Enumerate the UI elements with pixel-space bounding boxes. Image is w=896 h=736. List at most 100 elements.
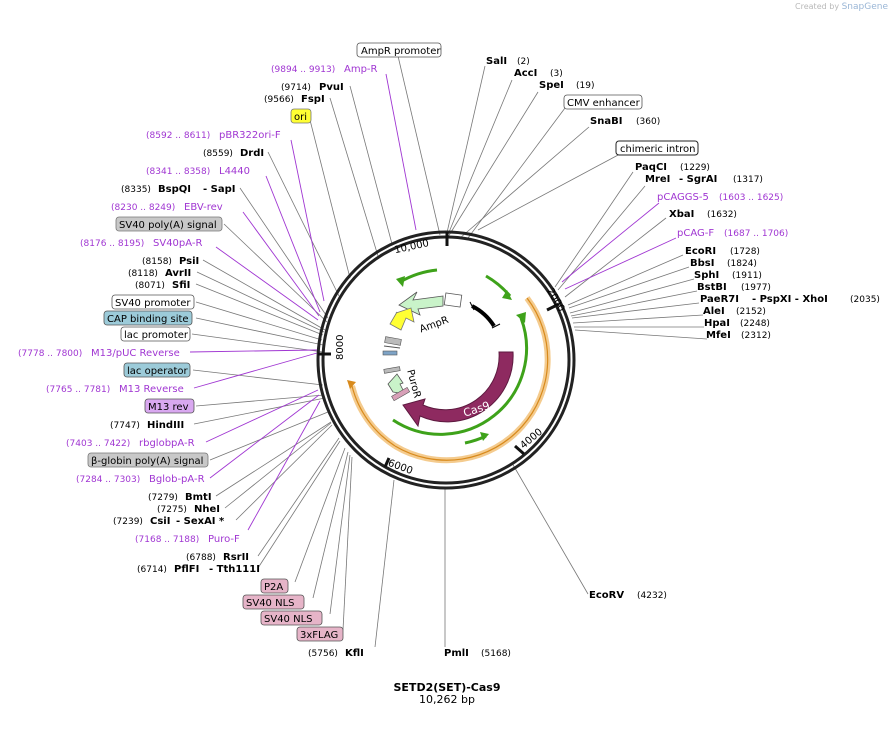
label-sv40-promoter: SV40 promoter — [115, 298, 191, 309]
primer-rbglobpa-r-range: (7403 .. 7422) — [66, 439, 130, 449]
label-beta-globin: β-globin poly(A) signal — [91, 456, 203, 467]
enzyme-acci: AccI — [514, 68, 537, 79]
enzyme-drdi: DrdI — [240, 148, 264, 159]
primer-rbglobpa-r: rbglobpA-R — [139, 438, 195, 449]
enzyme-bstbi-pos: (1977) — [741, 283, 771, 293]
enzyme-pflfi: PflFI — [174, 564, 199, 575]
box-sv40-promoter — [111, 294, 195, 310]
label-sv40-nls-2: SV40 NLS — [264, 614, 313, 625]
label-ori: ori — [294, 112, 307, 123]
enzyme-avrii: AvrII — [165, 268, 191, 279]
enzyme-avrii-pos: (8118) — [128, 269, 158, 279]
small-gray-box-2 — [383, 366, 401, 374]
green-arrow-right-head — [502, 290, 512, 300]
credit-prefix: Created by — [795, 2, 840, 11]
enzyme-pflfi-extra: - Tth111I — [209, 564, 260, 575]
amp-promoter-box — [443, 292, 463, 308]
enzyme-csii: CsiI — [150, 516, 170, 527]
enzyme-bmti: BmtI — [185, 492, 212, 503]
enzyme-kfli-pos: (5756) — [308, 649, 338, 659]
enzyme-mrei-extra: - SgrAI — [679, 174, 717, 185]
primer-ebv-rev-range: (8230 .. 8249) — [111, 203, 175, 213]
ori-arrow — [389, 307, 415, 331]
label-lac-operator: lac operator — [127, 366, 188, 377]
enzyme-fspi-pos: (9566) — [264, 95, 294, 105]
enzyme-sphi-pos: (1911) — [732, 271, 762, 281]
box-lac-promoter — [120, 326, 191, 342]
primer-puro-f: Puro-F — [208, 534, 240, 545]
enzyme-alei: AleI — [703, 306, 725, 317]
enzyme-nhei: NheI — [194, 504, 220, 515]
label-cmv-enhancer: CMV enhancer — [567, 98, 641, 109]
primer-leader-lines — [189, 73, 677, 531]
enzyme-mrei-pos: (1317) — [733, 175, 763, 185]
credit: Created by SnapGene — [795, 2, 888, 12]
box-beta-globin — [87, 452, 209, 468]
box-p2a — [260, 578, 289, 594]
enzyme-paer7i-pos: (2035) — [850, 295, 880, 305]
enzyme-acci-pos: (3) — [550, 69, 563, 79]
black-arc-tick-b — [491, 323, 501, 329]
enzyme-hpai-pos: (2248) — [740, 319, 770, 329]
label-m13-rev: M13 rev — [148, 402, 189, 413]
enzyme-sali-pos: (2) — [517, 57, 530, 67]
enzymes-right: SalI (2) AccI (3) SpeI (19) SnaBI (360) … — [444, 56, 880, 659]
enzyme-bspqi-extra: - SapI — [203, 184, 235, 195]
enzyme-drdi-pos: (8559) — [203, 149, 233, 159]
box-cmv-enhancer — [563, 94, 643, 110]
enzyme-bbsi: BbsI — [690, 258, 714, 269]
primer-pcag-f: pCAG-F — [677, 228, 714, 239]
primer-bglob-pa-r-range: (7284 .. 7303) — [76, 475, 140, 485]
box-3xflag — [296, 626, 344, 642]
backbone-outer — [316, 230, 576, 490]
label-ampr-promoter: AmpR promoter — [361, 46, 441, 57]
enzyme-pmli: PmlI — [444, 648, 469, 659]
enzyme-hindiii-pos: (7747) — [110, 421, 140, 431]
primer-m13-reverse-range: (7765 .. 7781) — [46, 385, 110, 395]
primer-ebv-rev: EBV-rev — [184, 202, 223, 213]
enzyme-fspi: FspI — [301, 94, 325, 105]
small-marker-a — [383, 345, 401, 349]
enzyme-bspqi: BspQI — [158, 184, 191, 195]
label-sv40-polya: SV40 poly(A) signal — [119, 220, 217, 231]
primer-pbr322ori-f: pBR322ori-F — [219, 130, 281, 141]
cas9-arrow — [402, 351, 514, 428]
primer-sv40pa-r: SV40pA-R — [153, 238, 202, 249]
primer-amp-r-range: (9894 .. 9913) — [271, 65, 335, 75]
enzyme-bbsi-pos: (1824) — [727, 259, 757, 269]
primer-m13-puc-reverse: M13/pUC Reverse — [91, 348, 180, 359]
enzyme-snabi: SnaBI — [590, 116, 622, 127]
orange-band-left-line — [351, 385, 396, 447]
primer-bglob-pa-r: Bglob-pA-R — [149, 474, 205, 485]
label-p2a: P2A — [264, 582, 283, 593]
enzyme-sfii-pos: (8071) — [135, 281, 165, 291]
box-ori — [290, 108, 312, 124]
enzyme-paqci: PaqCI — [635, 162, 667, 173]
enzyme-hpai: HpaI — [704, 318, 730, 329]
primer-l4440-range: (8341 .. 8358) — [146, 167, 210, 177]
primer-amp-r: Amp-R — [344, 64, 378, 75]
enzyme-sphi: SphI — [694, 270, 719, 281]
enzyme-ecorv-pos: (4232) — [637, 591, 667, 601]
box-sv40-polya — [115, 216, 223, 232]
label-chimeric-intron: chimeric intron — [620, 144, 695, 155]
orange-arrow-left-head — [347, 380, 356, 389]
box-chimeric-intron — [615, 140, 699, 156]
label-lac-promoter: lac promoter — [124, 330, 189, 341]
enzyme-paer7i: PaeR7I — [700, 294, 739, 305]
green-arrow-top-head — [396, 276, 405, 287]
pink-feature-box — [391, 386, 411, 402]
enzyme-sali: SalI — [486, 56, 507, 67]
box-sv40-nls-2 — [260, 610, 323, 626]
enzyme-alei-pos: (2152) — [736, 307, 766, 317]
enzyme-bmti-pos: (7279) — [148, 493, 178, 503]
primer-m13-puc-reverse-range: (7778 .. 7800) — [18, 349, 82, 359]
enzyme-mfei: MfeI — [706, 330, 731, 341]
enzyme-ecori: EcoRI — [685, 246, 716, 257]
primer-pcaggs-5-range: (1603 .. 1625) — [719, 193, 783, 203]
green-arrow-inner — [392, 317, 529, 436]
small-blue-box — [382, 350, 398, 356]
amp-r-label: AmpR — [418, 315, 450, 336]
enzyme-csii-pos: (7239) — [113, 517, 143, 527]
